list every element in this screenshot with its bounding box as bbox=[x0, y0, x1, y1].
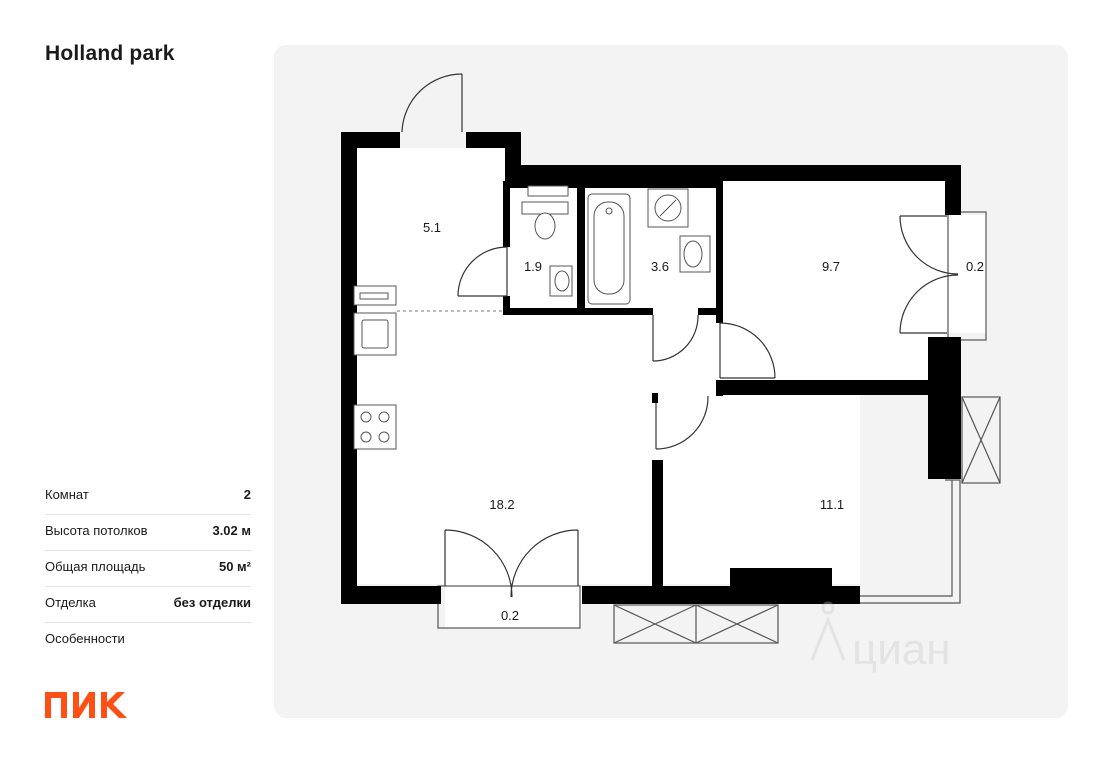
spec-finish-label: Отделка bbox=[45, 595, 96, 610]
spec-area: Общая площадь 50 м² bbox=[45, 550, 251, 587]
pik-logo bbox=[45, 692, 127, 718]
spec-ceiling: Высота потолков 3.02 м bbox=[45, 514, 251, 551]
loggia-outlines bbox=[437, 211, 1001, 644]
spec-features-label: Особенности bbox=[45, 631, 125, 646]
floor-plan-panel: 5.1 1.9 3.6 9.7 0.2 18.2 0.2 11.1 циан bbox=[274, 45, 1068, 718]
spec-area-value: 50 м² bbox=[218, 559, 251, 574]
room-area-bedroom-2: 11.1 bbox=[820, 497, 844, 512]
spec-ceiling-value: 3.02 м bbox=[212, 523, 251, 538]
stove-icon bbox=[353, 404, 397, 450]
room-area-hall: 5.1 bbox=[423, 220, 441, 235]
door-swings bbox=[401, 73, 959, 598]
walls bbox=[341, 132, 961, 604]
toilet-tank-icon bbox=[527, 185, 569, 197]
project-title: Holland park bbox=[45, 42, 175, 65]
room-area-bedroom: 9.7 bbox=[822, 259, 840, 274]
spec-rooms-label: Комнат bbox=[45, 487, 89, 502]
spec-area-label: Общая площадь bbox=[45, 559, 146, 574]
toilet-bowl-icon bbox=[534, 212, 556, 240]
spec-finish-value: без отделки bbox=[173, 595, 251, 610]
spec-finish: Отделка без отделки bbox=[45, 586, 251, 623]
fixtures bbox=[353, 185, 711, 450]
room-area-living-kitchen: 18.2 bbox=[489, 497, 514, 512]
cian-watermark: циан bbox=[810, 601, 951, 674]
room-area-bathroom: 3.6 bbox=[651, 259, 669, 274]
spec-ceiling-label: Высота потолков bbox=[45, 523, 148, 538]
room-area-toilet: 1.9 bbox=[524, 259, 542, 274]
watermark-text: циан bbox=[852, 625, 951, 674]
spec-rooms: Комнат 2 bbox=[45, 478, 251, 515]
spec-rooms-value: 2 bbox=[243, 487, 251, 502]
floor-plan: 5.1 1.9 3.6 9.7 0.2 18.2 0.2 11.1 циан bbox=[341, 73, 1001, 674]
room-area-loggia-bottom: 0.2 bbox=[501, 608, 519, 623]
room-area-loggia-right: 0.2 bbox=[966, 259, 984, 274]
